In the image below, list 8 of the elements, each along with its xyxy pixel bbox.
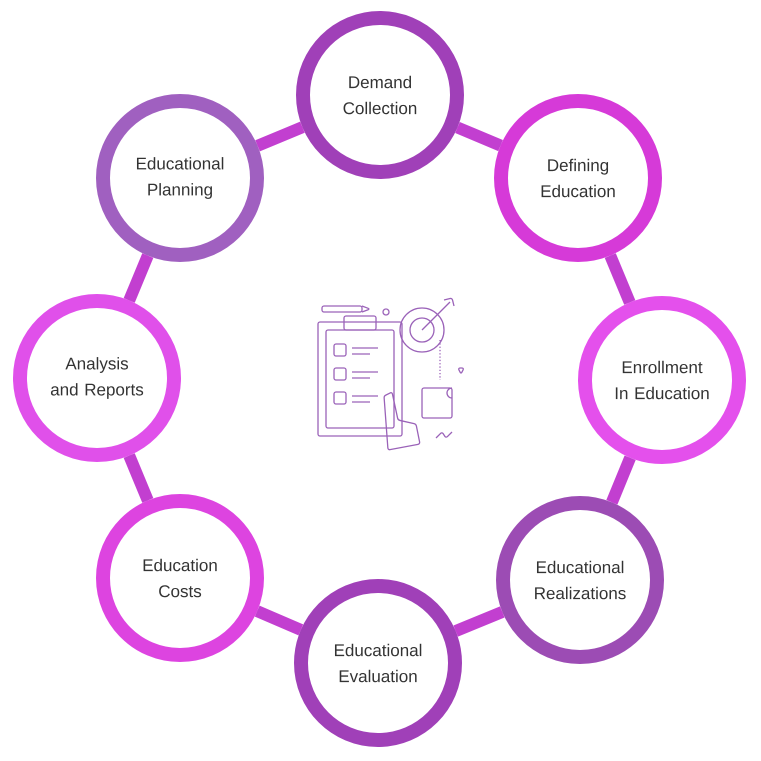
connector [254,606,304,636]
connector [453,606,505,637]
connector [255,122,305,152]
connector [606,455,636,505]
connector [124,253,154,303]
connector [124,453,154,503]
connector [455,122,503,152]
connector [604,253,636,305]
